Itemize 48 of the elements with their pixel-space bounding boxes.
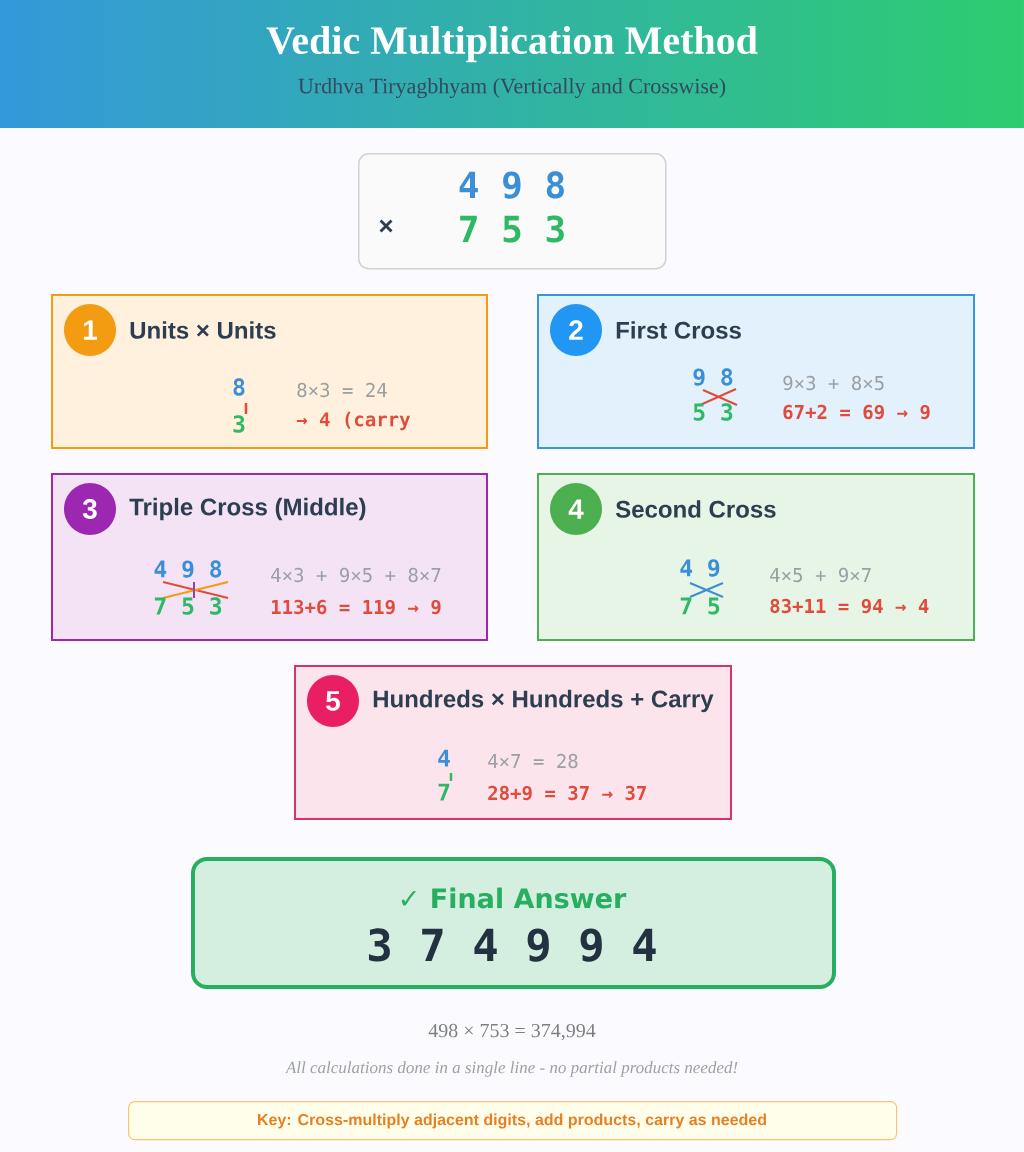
step-heading: First Cross bbox=[616, 321, 741, 339]
digit-row: 4 9 8 bbox=[459, 171, 564, 199]
step-box bbox=[537, 473, 975, 641]
number-badge: 3 bbox=[64, 483, 116, 535]
result-text: 83+11 = 94 → 4 bbox=[770, 598, 929, 614]
digit-row: 4 9 bbox=[680, 559, 720, 577]
title: Vedic Multiplication Method bbox=[266, 25, 758, 63]
step-heading: Hundreds × Hundreds + Carry bbox=[373, 689, 714, 713]
result-text: 67+2 = 69 → 9 bbox=[783, 404, 930, 420]
digit-row: 7 5 3 bbox=[154, 597, 222, 615]
result-text: → 4 (carry bbox=[296, 411, 411, 431]
digit-row: 7 bbox=[438, 783, 450, 801]
answer-digits: 3 7 4 9 9 4 bbox=[369, 928, 656, 962]
note-text: All calculations done in a single line - no partial products needed! bbox=[285, 1061, 738, 1077]
step-heading: Units × Units bbox=[130, 321, 276, 339]
number-badge: 5 bbox=[307, 675, 359, 727]
step-box bbox=[294, 665, 732, 820]
result-text: 113+6 = 119 → 9 bbox=[271, 599, 441, 615]
digit-row: 7 5 3 bbox=[460, 215, 564, 243]
formula-text: 4×5 + 9×7 bbox=[770, 567, 871, 583]
digit-row: 4 9 8 bbox=[154, 560, 222, 578]
digit-row: 7 5 bbox=[680, 597, 720, 615]
key-box bbox=[128, 1101, 898, 1141]
answer-box bbox=[191, 857, 836, 989]
step-box bbox=[51, 473, 488, 641]
digit-row: 4 bbox=[438, 749, 450, 767]
final-heading: ✓ Final Answer bbox=[401, 887, 627, 909]
formula-text: 4×7 = 28 bbox=[488, 753, 578, 769]
number-badge: 1 bbox=[64, 304, 116, 356]
step-heading: Second Cross bbox=[615, 500, 776, 518]
step-box bbox=[51, 294, 488, 449]
digit-row: 3 bbox=[233, 415, 245, 433]
formula-text: 8×3 = 24 bbox=[297, 382, 387, 398]
result-text: 28+9 = 37 → 37 bbox=[488, 785, 646, 801]
formula-text: 9×3 + 8×5 bbox=[783, 375, 884, 391]
subtitle: Urdhva Tiryagbhyam (Vertically and Crosswise) bbox=[298, 78, 726, 98]
problem-box bbox=[358, 153, 667, 270]
key-text: Key: Cross-multiply adjacent digits, add products, carry as needed bbox=[258, 1113, 766, 1129]
step-heading: Triple Cross (Middle) bbox=[129, 497, 366, 521]
number-badge: 4 bbox=[550, 483, 602, 535]
number-badge: 2 bbox=[550, 304, 602, 356]
multiply-sign: × bbox=[379, 219, 393, 233]
digit-row: 9 8 bbox=[693, 368, 733, 386]
digit-row: 5 3 bbox=[693, 403, 733, 421]
step-box bbox=[537, 294, 975, 449]
formula-text: 4×3 + 9×5 + 8×7 bbox=[271, 567, 441, 583]
digit-row: 8 bbox=[233, 378, 245, 396]
equation-text: 498 × 753 = 374,994 bbox=[428, 1023, 596, 1041]
